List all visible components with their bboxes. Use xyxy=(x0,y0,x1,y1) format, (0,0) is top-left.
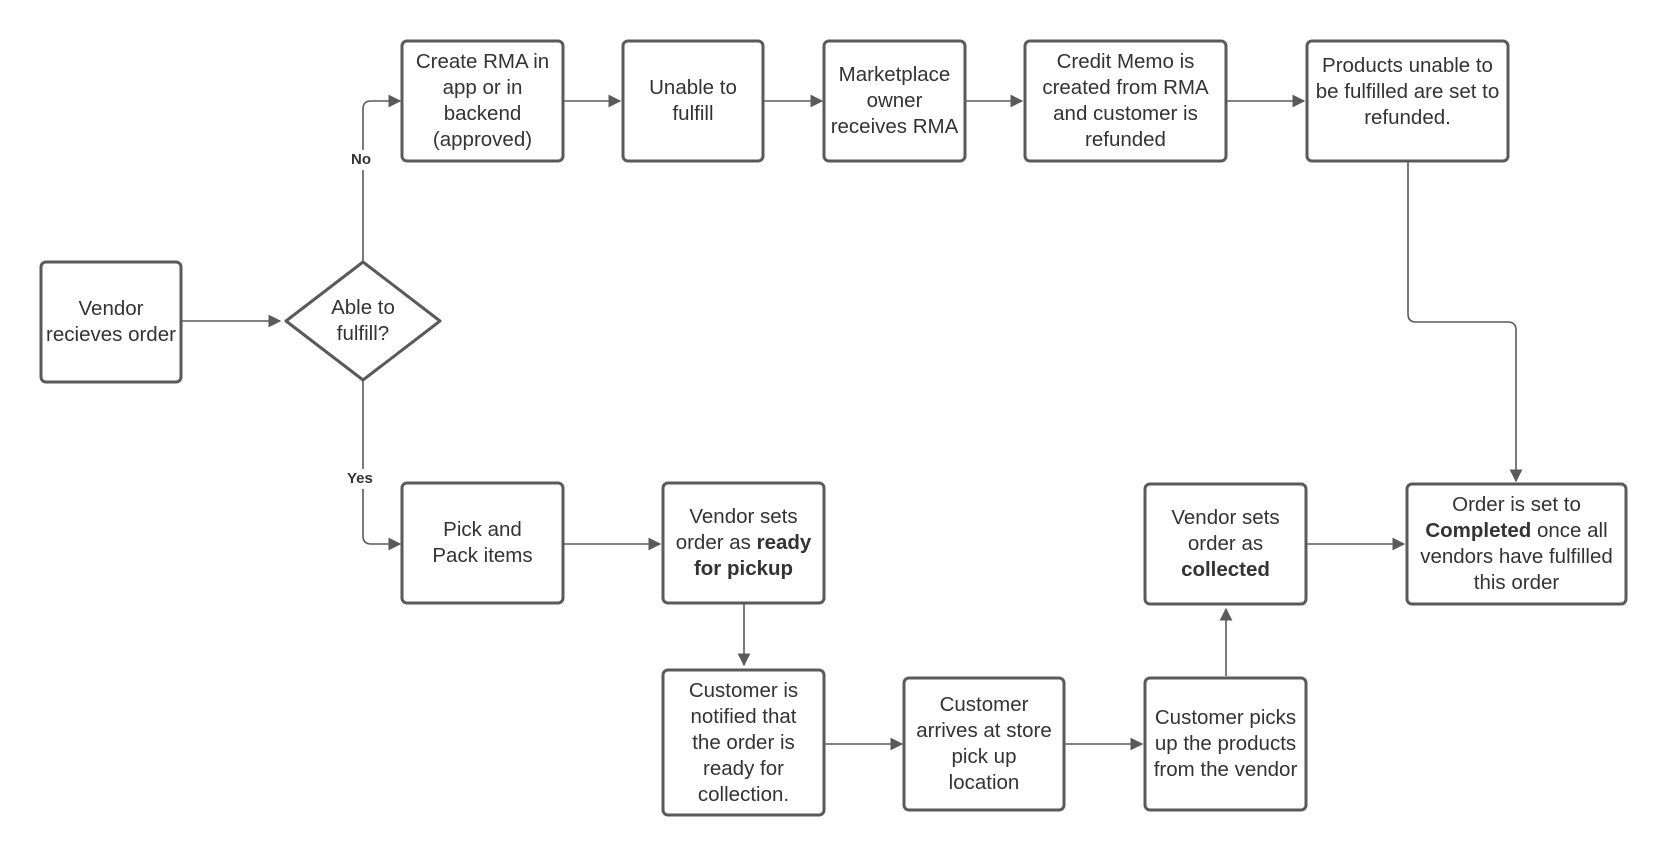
node-unable-to-fulfill xyxy=(621,39,765,163)
node-ready-for-pickup xyxy=(661,481,826,605)
node-customer-arrives xyxy=(902,676,1066,812)
node-vendor-receives-order xyxy=(39,260,183,384)
node-order-completed xyxy=(1405,482,1628,606)
node-customer-notified xyxy=(661,668,826,817)
node-marketplace-owner xyxy=(822,39,967,163)
edge-decision-yes xyxy=(362,380,402,551)
label-vendor-receives-order: Vendor recieves order xyxy=(46,297,176,346)
label-unable-to-fulfill: Unable to fulfill xyxy=(649,76,737,125)
label-products-refunded: Products unable to be fulfilled are set … xyxy=(1315,54,1500,129)
edge-label-yes: Yes xyxy=(345,469,375,489)
label-order-completed: Order is set to Completed once all vendo… xyxy=(1420,493,1613,594)
node-create-rma xyxy=(400,39,565,163)
edge-refunded-to-completed xyxy=(1407,162,1523,483)
label-customer-notified: Customer is notified that the order is r… xyxy=(688,678,799,806)
node-pick-and-pack xyxy=(400,481,565,605)
node-products-refunded xyxy=(1305,39,1510,163)
node-customer-picks-up xyxy=(1143,676,1308,812)
node-credit-memo xyxy=(1023,39,1228,163)
node-vendor-collected xyxy=(1143,482,1308,606)
label-able-to-fulfill: Able to fulfill? xyxy=(331,296,395,345)
edge-decision-no xyxy=(362,94,402,262)
edge-label-no: No xyxy=(349,150,373,170)
label-customer-picks-up: Customer picks up the products from the … xyxy=(1153,706,1298,781)
label-customer-arrives: Customer arrives at store pick up locati… xyxy=(916,693,1052,794)
label-vendor-collected: Vendor sets order as collected xyxy=(1171,506,1280,581)
label-ready-for-pickup: Vendor sets order as ready for pickup xyxy=(675,505,812,580)
label-pick-and-pack: Pick and Pack items xyxy=(432,518,533,567)
label-marketplace-owner: Marketplace owner receives RMA xyxy=(830,63,959,138)
node-able-to-fulfill-decision xyxy=(284,260,442,382)
label-create-rma: Create RMA in app or in backend (approve… xyxy=(415,50,550,151)
label-credit-memo: Credit Memo is created from RMA and cust… xyxy=(1042,50,1209,151)
